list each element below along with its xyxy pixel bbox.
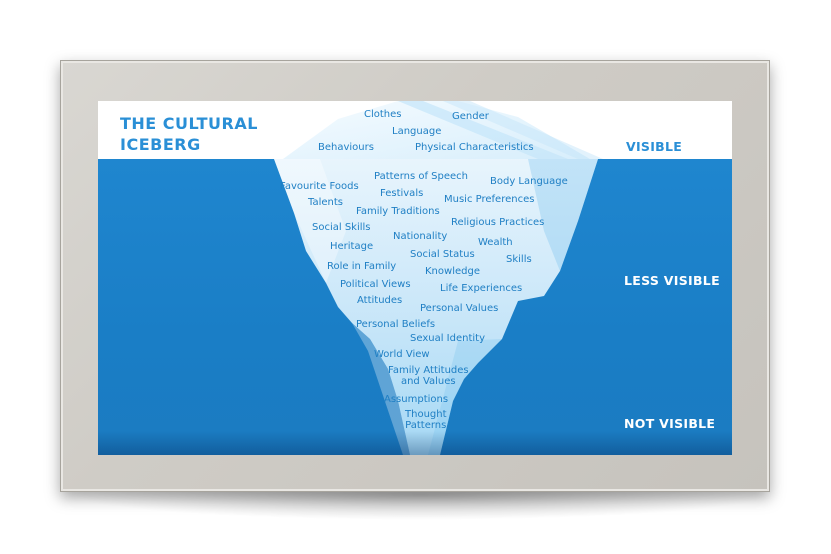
term-nationality: Nationality (393, 231, 448, 242)
term-clothes: Clothes (364, 109, 402, 120)
iceberg-shape (274, 101, 603, 455)
term-festivals: Festivals (380, 188, 424, 199)
term-patterns-of-speech: Patterns of Speech (374, 171, 469, 182)
term-personal-values: Personal Values (420, 303, 499, 314)
level-less-visible: LESS VISIBLE (624, 273, 720, 288)
term-role-in-family: Role in Family (327, 261, 397, 272)
term-family-attitudes-and-values: Family Attitudes and Values (388, 365, 469, 387)
term-life-experiences: Life Experiences (440, 283, 523, 294)
term-body-language: Body Language (490, 176, 568, 187)
level-visible: VISIBLE (626, 139, 683, 154)
term-assumptions: Assumptions (384, 394, 449, 405)
iceberg-tip-streak (398, 101, 568, 159)
term-sexual-identity: Sexual Identity (410, 333, 485, 344)
term-favourite-foods: Favourite Foods (280, 181, 359, 192)
iceberg-facet (352, 323, 410, 455)
term-thought-patterns: Thought Patterns (405, 409, 447, 431)
term-personal-beliefs: Personal Beliefs (356, 319, 436, 330)
term-knowledge: Knowledge (425, 266, 480, 277)
iceberg-tip-streak (443, 101, 603, 159)
iceberg-facet (528, 159, 598, 271)
term-wealth: Wealth (478, 237, 513, 248)
term-social-status: Social Status (410, 249, 475, 260)
term-family-traditions: Family Traditions (356, 206, 440, 217)
term-world-view: World View (374, 349, 430, 360)
term-skills: Skills (506, 254, 532, 265)
diagram-title: THE CULTURAL ICEBERG (120, 114, 258, 154)
picture-frame: THE CULTURAL ICEBERG VISIBLE LESS VISIBL… (60, 60, 770, 492)
term-social-skills: Social Skills (312, 222, 371, 233)
iceberg-facet (428, 339, 502, 455)
term-music-preferences: Music Preferences (444, 194, 535, 205)
term-behaviours: Behaviours (318, 142, 374, 153)
term-attitudes: Attitudes (357, 295, 403, 306)
term-language: Language (392, 126, 442, 137)
level-not-visible: NOT VISIBLE (624, 416, 716, 431)
term-gender: Gender (452, 111, 489, 122)
sea-shading (98, 431, 732, 455)
term-political-views: Political Views (340, 279, 411, 290)
iceberg-body (274, 159, 598, 455)
term-physical-characteristics: Physical Characteristics (415, 142, 534, 153)
term-heritage: Heritage (330, 241, 374, 252)
term-talents: Talents (308, 197, 343, 208)
iceberg-diagram: THE CULTURAL ICEBERG VISIBLE LESS VISIBL… (98, 101, 732, 455)
term-religious-practices: Religious Practices (451, 217, 545, 228)
iceberg-facet (274, 159, 346, 283)
